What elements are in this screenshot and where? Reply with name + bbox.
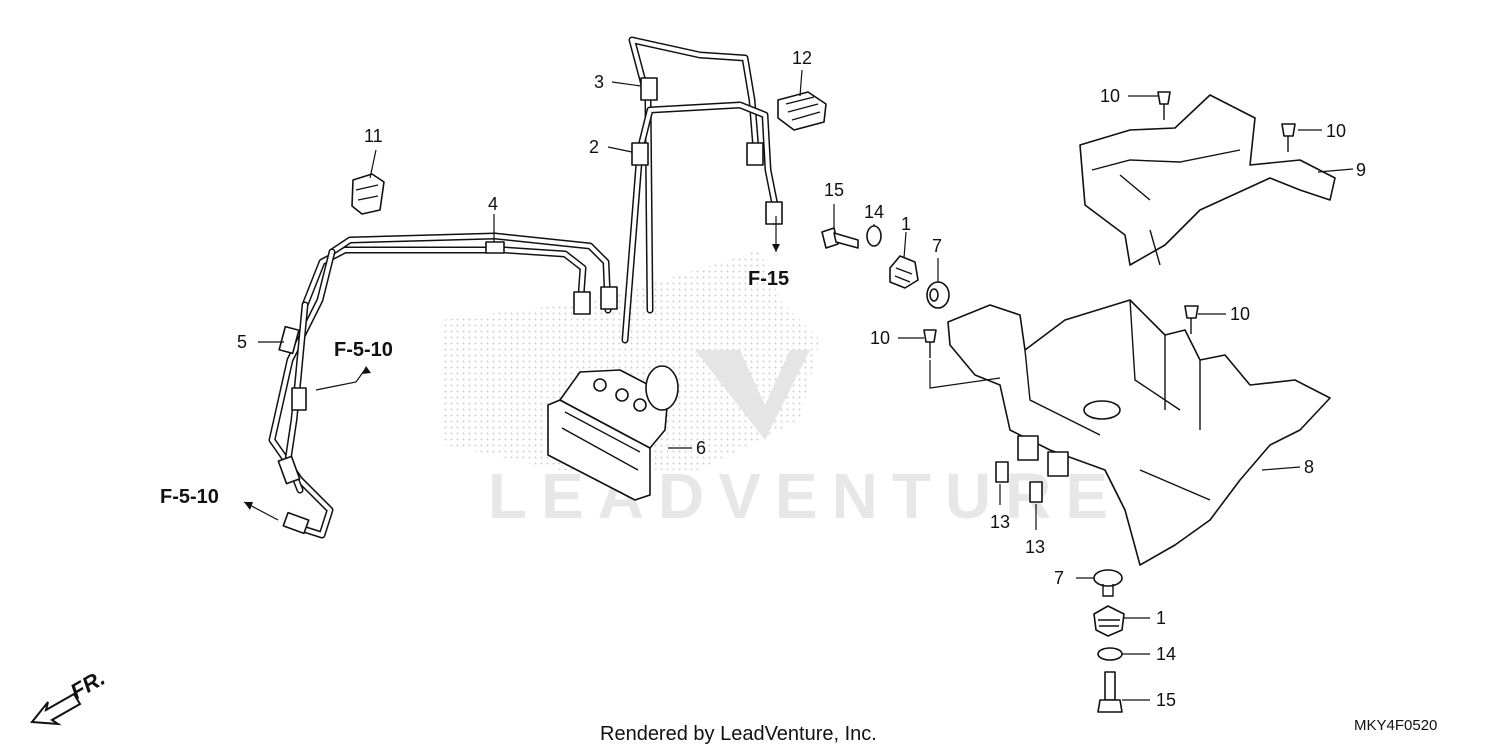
callout-labels: 3 2 4 5 11 12 6 15 14 1 7 10 10 9 10 10 … — [237, 48, 1366, 710]
callout-7-lower: 7 — [1054, 568, 1064, 588]
ref-f510-upper-arrowhead — [362, 366, 371, 374]
callout-12: 12 — [792, 48, 812, 68]
callout-8: 8 — [1304, 457, 1314, 477]
callout-10-b: 10 — [1326, 121, 1346, 141]
callout-7-upper: 7 — [932, 236, 942, 256]
part-7-collar-upper[interactable] — [926, 281, 950, 309]
rendered-by-credit: Rendered by LeadVenture, Inc. — [600, 723, 877, 745]
part-14-washer-lower[interactable] — [1097, 647, 1123, 661]
part-1-grommet-lower[interactable] — [1093, 605, 1125, 637]
part-10-clip-a[interactable] — [1157, 91, 1171, 120]
callout-5: 5 — [237, 332, 247, 352]
part-10-clip-d[interactable] — [923, 329, 937, 358]
front-direction-indicator: FR. — [30, 665, 109, 726]
reference-labels: F-15 F-5-10 F-5-10 — [160, 244, 789, 510]
callout-3: 3 — [594, 72, 604, 92]
callout-13-b: 13 — [1025, 537, 1045, 557]
part-1-grommet-upper[interactable] — [889, 255, 919, 289]
part-15-bolt-upper[interactable] — [821, 227, 859, 249]
part-15-bolt-lower[interactable] — [1097, 671, 1123, 713]
part-12-grommet-block[interactable] — [777, 91, 827, 131]
part-13-nut-a[interactable] — [995, 461, 1009, 483]
watermark-v-logo — [695, 350, 810, 440]
part-3-brake-pipe[interactable] — [628, 36, 760, 314]
part-6-abs-modulator[interactable] — [547, 365, 679, 501]
callout-14-upper: 14 — [864, 202, 884, 222]
part-7-collar-lower[interactable] — [1093, 569, 1123, 597]
callout-4: 4 — [488, 194, 498, 214]
callout-10-a: 10 — [1100, 86, 1120, 106]
callout-14-lower: 14 — [1156, 644, 1176, 664]
part-2-brake-pipe[interactable] — [621, 101, 783, 344]
callout-9: 9 — [1356, 160, 1366, 180]
callout-2: 2 — [589, 137, 599, 157]
callout-1-upper: 1 — [901, 214, 911, 234]
ref-f510-lower-arrowhead — [244, 502, 253, 510]
callout-15-lower: 15 — [1156, 690, 1176, 710]
part-11-clip[interactable] — [351, 173, 385, 215]
diagram-code: MKY4F0520 — [1354, 717, 1437, 734]
ref-f15[interactable]: F-15 — [748, 268, 789, 290]
pipe-fitting-right — [600, 286, 618, 310]
ref-f15-arrowhead — [772, 244, 780, 252]
part-4-brake-pipe[interactable] — [301, 232, 612, 314]
callout-15-upper: 15 — [824, 180, 844, 200]
pipe-fitting-left — [573, 291, 591, 315]
callout-11: 11 — [364, 126, 383, 146]
part-9-upper-cover[interactable] — [1079, 94, 1336, 266]
part-10-clip-c[interactable] — [1184, 305, 1199, 334]
ref-f510-lower[interactable]: F-5-10 — [160, 486, 219, 508]
part-13-nut-b[interactable] — [1029, 481, 1043, 503]
callout-13-a: 13 — [990, 512, 1010, 532]
part-14-washer-upper[interactable] — [866, 225, 882, 247]
part-10-clip-b[interactable] — [1281, 123, 1296, 152]
watermark-wing-shape — [440, 250, 820, 470]
callout-6: 6 — [696, 438, 706, 458]
leader-lines — [243, 69, 1354, 701]
callout-10-c: 10 — [1230, 304, 1250, 324]
part-5-brake-pipe[interactable] — [268, 248, 336, 539]
ref-f510-upper[interactable]: F-5-10 — [334, 339, 393, 361]
front-arrow-icon — [30, 692, 82, 726]
part-8-battery-box[interactable] — [947, 299, 1331, 566]
callout-10-d: 10 — [870, 328, 890, 348]
callout-1-lower: 1 — [1156, 608, 1166, 628]
